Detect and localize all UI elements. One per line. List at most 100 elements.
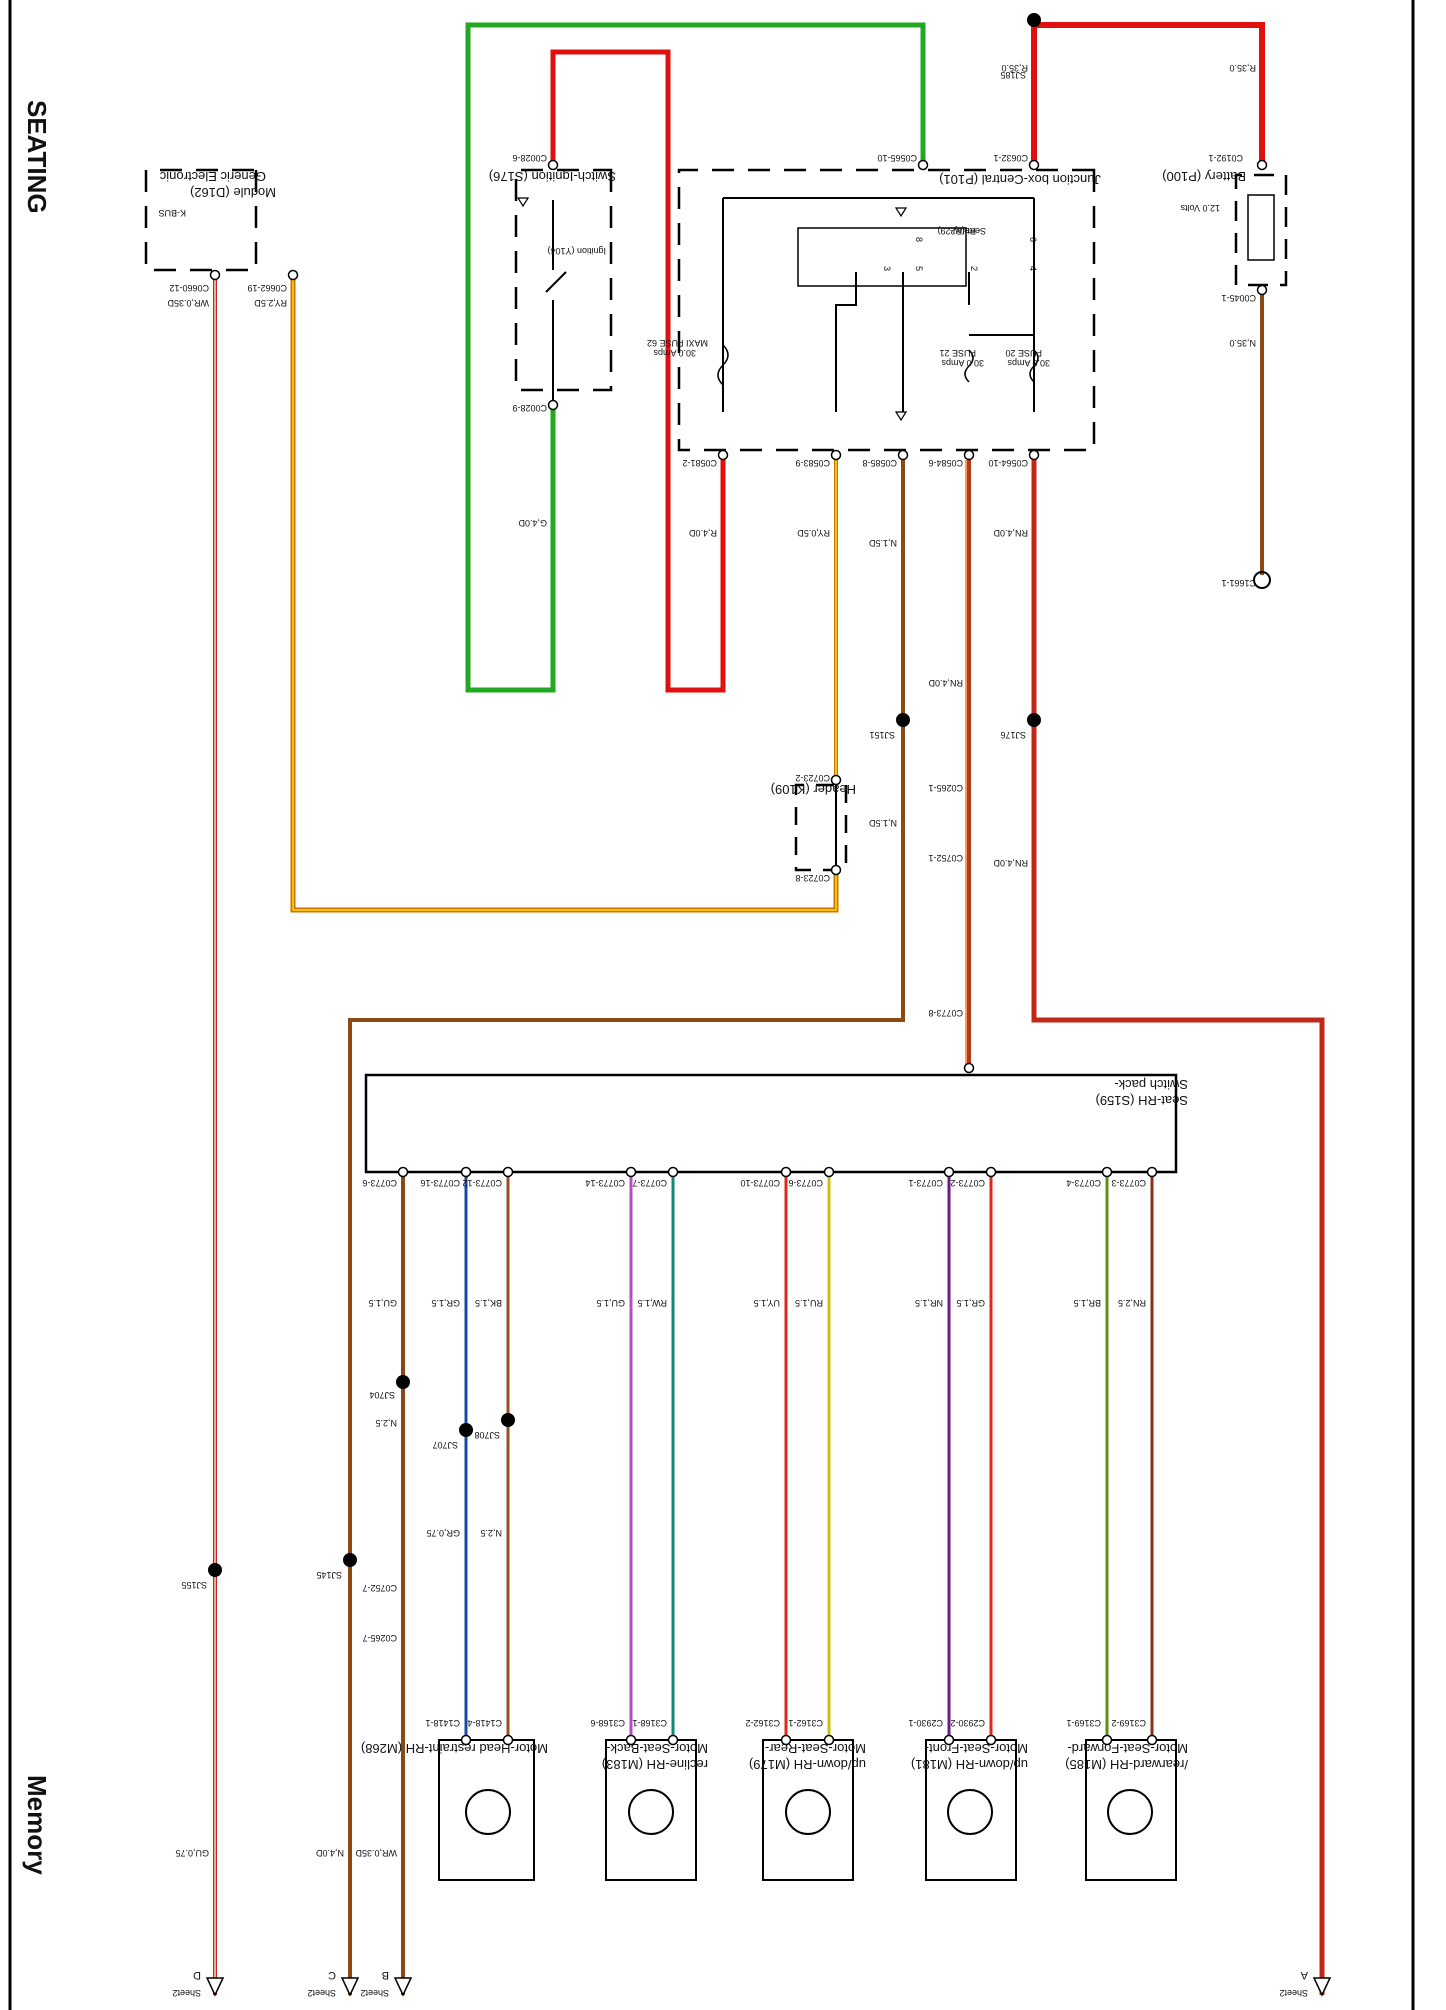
wire-label: N,1.5D — [868, 538, 897, 548]
sheet-label: Sheet2 — [172, 1988, 201, 1998]
splice-node — [459, 1423, 473, 1437]
motor-m183 — [605, 1739, 697, 1881]
connector-label: C0773-6 — [362, 1178, 397, 1188]
fuse20-label: FUSE 20 — [1005, 348, 1042, 358]
gem-label: Generic Electronic — [159, 169, 266, 184]
wire-label: GR,1.5 — [431, 1298, 460, 1308]
connector-terminal — [502, 1166, 514, 1178]
relay-label: Relay- — [950, 226, 976, 236]
wire-label: GR,1.5 — [956, 1298, 985, 1308]
header-label: Header (K109) — [771, 782, 856, 797]
connector-label: C1418-4 — [467, 1718, 502, 1728]
wire-rn40d-a — [1031, 455, 1325, 1995]
connector-terminal — [717, 449, 729, 461]
connector-label: C0773-12 — [462, 1178, 502, 1188]
connector-label: C0752-7 — [362, 1583, 397, 1593]
connector-terminal — [897, 449, 909, 461]
splice-label: SJ176 — [1000, 730, 1026, 740]
switch-pack-frame — [364, 1073, 1178, 1174]
connector-label: C0028-6 — [512, 153, 547, 163]
connector-label: C0773-16 — [420, 1178, 460, 1188]
page-title: SEATING — [22, 100, 52, 214]
connector-label: C0773-3 — [1111, 1178, 1146, 1188]
connector-terminal — [1028, 159, 1040, 171]
wire-label: GU,1.5 — [368, 1298, 397, 1308]
relay-pin-3: 3 — [882, 266, 892, 271]
wire-r40 — [550, 49, 726, 693]
connector-label: C0265-1 — [928, 783, 963, 793]
motor-m185 — [1085, 1739, 1177, 1881]
wire-label: GU,0.75 — [175, 1848, 209, 1858]
sheet-letter: C — [328, 1969, 336, 1981]
relay-label-2: Seat (R229) — [937, 226, 986, 236]
connector-label: C1418-1 — [425, 1718, 460, 1728]
connector-label: C3168-1 — [632, 1718, 667, 1728]
wire-label: RN,2.5 — [1118, 1298, 1146, 1308]
wire-label: NR,1.5 — [915, 1298, 943, 1308]
wire-label: GR,0.75 — [426, 1528, 460, 1538]
battery-cells — [1247, 194, 1275, 261]
connector-label: C0565-10 — [877, 153, 917, 163]
sheet-letter: A — [1300, 1969, 1308, 1981]
battery-frame — [1234, 173, 1288, 287]
connector-terminal — [625, 1166, 637, 1178]
splice-node — [1027, 13, 1041, 27]
splice-label: SJ707 — [432, 1440, 458, 1450]
motor-m179 — [762, 1739, 854, 1881]
fuse21-label: FUSE 21 — [939, 348, 976, 358]
splice-label: SJ708 — [474, 1430, 500, 1440]
connector-label: C0660-12 — [169, 283, 209, 293]
fuse20-symbol — [1029, 349, 1039, 383]
connector-label: C0773-7 — [632, 1178, 667, 1188]
wire-label: R,35.0 — [1001, 63, 1028, 73]
motor-m268 — [438, 1739, 535, 1881]
wire-label: WR,0.35D — [167, 298, 209, 308]
connector-label: C3169-1 — [1066, 1718, 1101, 1728]
label-layer: C0192-1C0632-1C0565-10C0028-6C0045-1C166… — [167, 63, 1308, 1998]
connector-label: C3169-2 — [1111, 1718, 1146, 1728]
wire-label: UY,1.5 — [754, 1298, 780, 1308]
battery-voltage: 12.0 Volts — [1180, 203, 1220, 213]
connector-terminal — [667, 1166, 679, 1178]
ignition-switch-frame — [514, 168, 613, 392]
motor-m183-label-2: recline-RH (M183) — [602, 1757, 708, 1772]
gem-kbus-label: K-BUS — [158, 208, 186, 218]
connector-terminal — [547, 159, 559, 171]
splice-label: SJ145 — [316, 1570, 342, 1580]
connector-terminal — [287, 269, 299, 281]
connector-label: C3162-2 — [745, 1718, 780, 1728]
connector-terminal — [780, 1166, 792, 1178]
jb-relay-3 — [835, 272, 857, 412]
connector-label: C0265-7 — [362, 1633, 397, 1643]
connector-terminal — [209, 269, 221, 281]
wire-label: BK,1.5 — [475, 1298, 502, 1308]
connector-label: C2930-1 — [908, 1718, 943, 1728]
connector-label: C0192-1 — [1208, 153, 1243, 163]
ignition-arrow — [516, 197, 530, 208]
connector-label: C0564-10 — [988, 458, 1028, 468]
connector-terminal — [397, 1166, 409, 1178]
connector-label: C0584-6 — [928, 458, 963, 468]
sheet-label: Sheet2 — [307, 1988, 336, 1998]
wire-label: R,4.0D — [688, 528, 717, 538]
maxi-fuse62-symbol — [717, 344, 729, 386]
connector-label: C0752-1 — [928, 853, 963, 863]
wire-label: N,4.0D — [315, 1848, 344, 1858]
motor-m183-label: Motor-Seat-Back- — [606, 1741, 708, 1756]
connector-label: C0723-2 — [795, 773, 830, 783]
junction-box-label: Junction box-Central (P101) — [939, 172, 1101, 187]
motor-m268-label: Motor-Head restraint-RH (M268) — [361, 1741, 548, 1756]
connector-terminal — [1101, 1166, 1113, 1178]
relay-frame — [797, 227, 967, 287]
connector-label: C0773-4 — [1066, 1178, 1101, 1188]
connector-terminal — [830, 449, 842, 461]
sheet-arrow-icon — [205, 1977, 225, 1997]
wire-label: N,1.5D — [868, 818, 897, 828]
wire-label: RY,0.5D — [797, 528, 830, 538]
connector-terminal — [547, 399, 559, 411]
connector-label: C0773-1 — [908, 1178, 943, 1188]
wire-battery-r35 — [1031, 22, 1265, 165]
wire-label: WR,0.35D — [355, 1848, 397, 1858]
connector-terminal — [963, 1062, 975, 1074]
